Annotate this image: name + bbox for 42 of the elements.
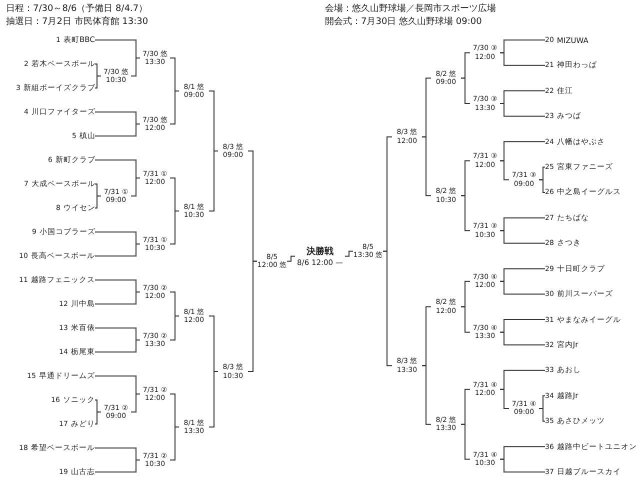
bracket-line — [422, 136, 432, 196]
bracket-line — [286, 256, 296, 262]
bracket-line — [208, 150, 218, 212]
bracket-line — [500, 458, 546, 472]
bracket-line — [422, 365, 432, 425]
schedule-note: 日程：7/30～8/6（予備日 8/4.7） — [6, 3, 149, 15]
bracket-line — [538, 408, 546, 422]
bracket-line — [170, 210, 180, 244]
bracket-line — [500, 52, 546, 66]
bracket-line — [130, 58, 140, 76]
schedule-note: 開会式：7月30日 悠久山野球場 09:00 — [325, 16, 483, 28]
bracket-line — [344, 250, 354, 257]
bracket-line — [170, 316, 180, 340]
bracket-line — [248, 260, 258, 372]
bracket-line — [94, 460, 140, 472]
schedule-note: 抽選日：7月2日 市民体育館 13:30 — [6, 16, 150, 28]
bracket-line — [94, 340, 140, 352]
bracket-line — [460, 195, 470, 232]
final-heading: 決勝戦 — [306, 245, 334, 258]
bracket-line — [94, 412, 102, 424]
bracket-line — [500, 280, 546, 295]
bracket-line — [500, 230, 546, 244]
bracket-line — [500, 388, 510, 409]
bracket-line — [170, 90, 180, 124]
bracket-line — [94, 292, 140, 304]
bracket-line — [208, 371, 218, 428]
bracket-line — [94, 244, 140, 256]
bracket-line — [382, 250, 392, 366]
schedule-note: 会場：悠久山野球場／長岡市スポーツ広場 — [325, 3, 497, 15]
bracket-line — [130, 178, 140, 196]
bracket-line — [94, 196, 102, 208]
bracket-line — [130, 394, 140, 412]
bracket-line — [460, 78, 470, 104]
bracket-line — [94, 76, 102, 88]
bracket-line — [94, 124, 140, 136]
bracket-line — [170, 426, 180, 460]
bracket-line — [500, 332, 546, 346]
bracket-line — [500, 103, 546, 117]
bracket-line — [460, 424, 470, 460]
bracket-line — [538, 179, 546, 193]
bracket-line — [460, 306, 470, 333]
bracket-line — [500, 160, 510, 180]
